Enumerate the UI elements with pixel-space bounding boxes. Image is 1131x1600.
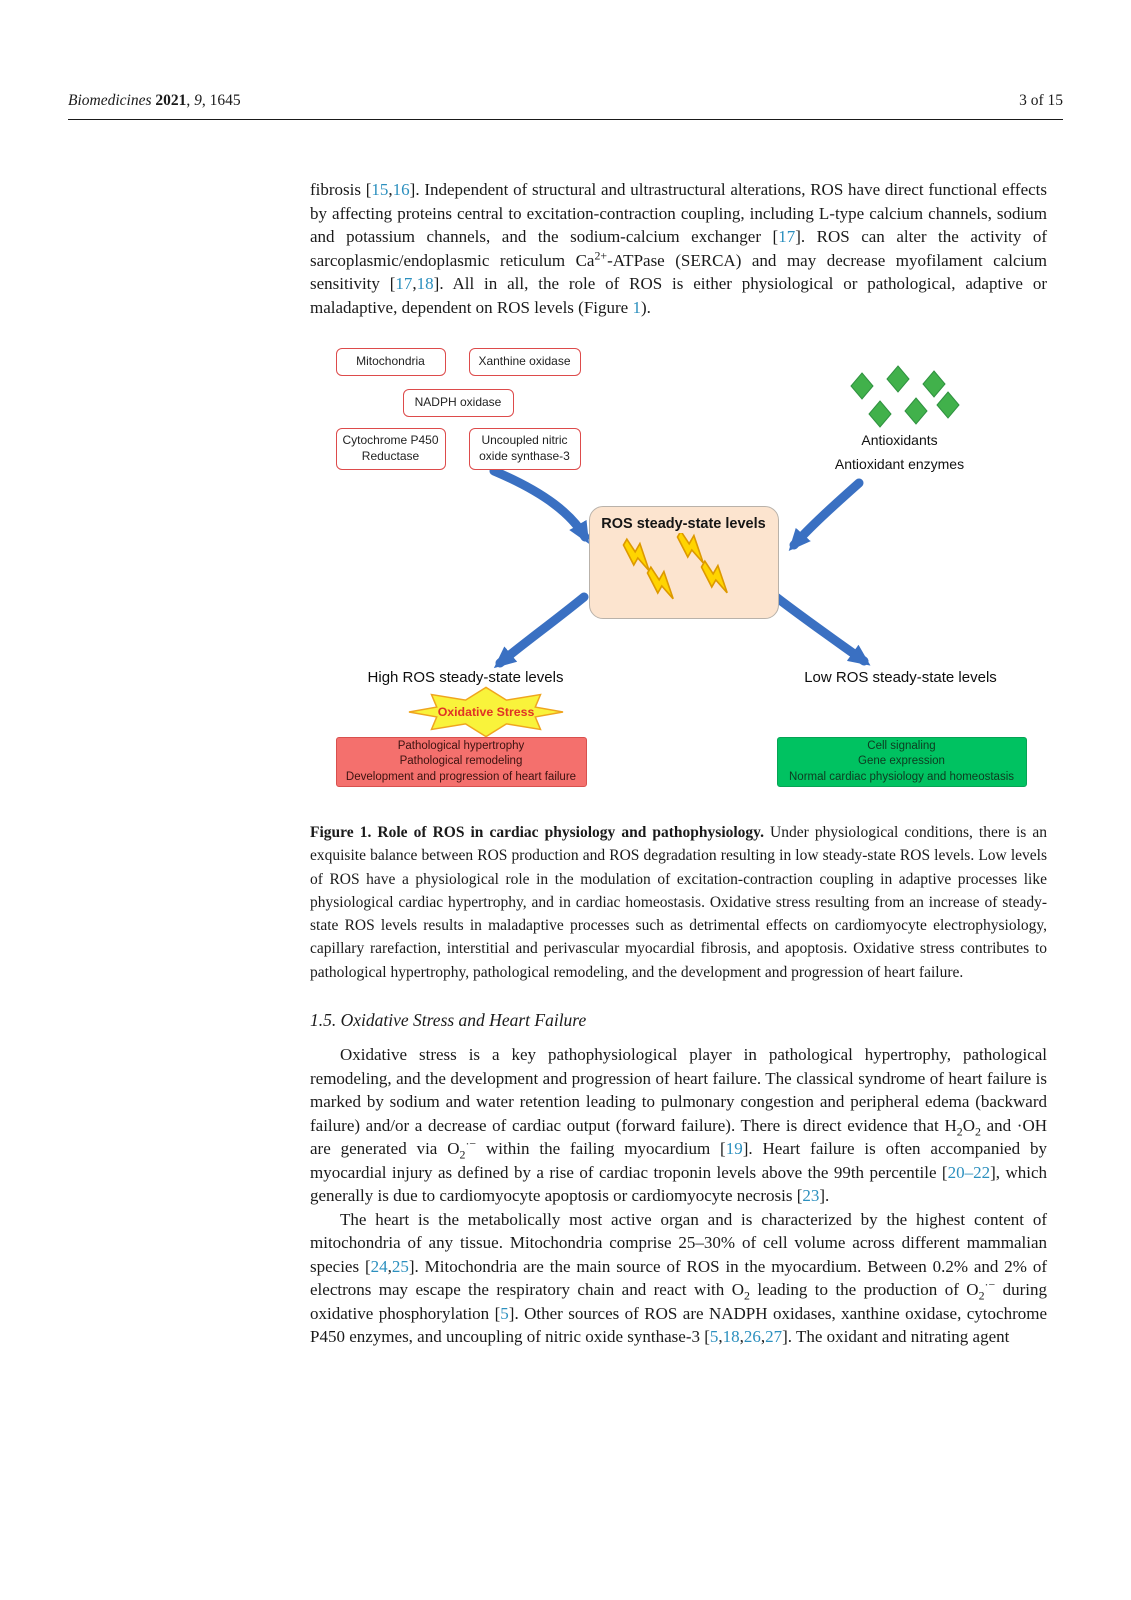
citation-link[interactable]: 17 <box>778 227 796 246</box>
oxidative-stress-label: Oxidative Stress <box>437 705 534 719</box>
section-heading-1-5: 1.5. Oxidative Stress and Heart Failure <box>310 1010 587 1031</box>
lightning-bolts-icon <box>622 533 728 600</box>
source-box-xanthine-oxidase: Xanthine oxidase <box>468 348 581 376</box>
text-segment: O <box>962 1115 975 1135</box>
text-segment: 2 <box>974 1123 981 1138</box>
low-ros-label: Low ROS steady-state levels <box>804 669 997 686</box>
body-paragraph-3: The heart is the metabolically most acti… <box>310 1208 1047 1349</box>
page-content: fibrosis [15,16]. Independent of structu… <box>310 178 1047 1349</box>
figure-1-caption: Figure 1. Role of ROS in cardiac physiol… <box>310 821 1047 984</box>
text-segment: 9 <box>194 92 202 109</box>
citation-link[interactable]: 26 <box>743 1327 761 1347</box>
page-header: Biomedicines 2021, 9, 1645 3 of 15 <box>68 92 1063 120</box>
antioxidants-label: Antioxidants <box>861 432 938 448</box>
citation-link[interactable]: 23 <box>802 1186 820 1206</box>
page-number: 3 of 15 <box>1019 92 1063 109</box>
ros-box-label: ROS steady-state levels <box>601 516 766 532</box>
text-segment: , <box>760 1327 766 1347</box>
text-segment: 2+ <box>594 247 608 262</box>
text-segment: 2021 <box>155 92 187 109</box>
text-segment: Biomedicines <box>68 92 156 109</box>
text-segment: ], which generally is due to cardiomyocy… <box>310 1162 1047 1206</box>
text-segment: ]. Other sources of ROS are NADPH oxidas… <box>310 1303 1047 1347</box>
figure-1-diagram: Mitochondria Xanthine oxidase NADPH oxid… <box>324 343 1034 803</box>
text-segment: 2 <box>956 1123 963 1138</box>
text-segment: 2 <box>459 1147 466 1162</box>
text-segment: fibrosis [ <box>310 180 372 199</box>
source-box-nadph-oxidase: NADPH oxidase <box>402 389 514 417</box>
citation-link[interactable]: 15 <box>371 180 389 199</box>
citation-link[interactable]: 5 <box>709 1327 719 1347</box>
text-segment: Under physiological conditions, there is… <box>310 824 1048 981</box>
text-segment: within the failing myocardium [ <box>476 1139 726 1159</box>
citation-link[interactable]: 18 <box>416 274 434 293</box>
text-segment: ]. <box>819 1186 830 1206</box>
text-segment: ]. The oxidant and nitrating agent <box>782 1327 1010 1347</box>
citation-link[interactable]: 16 <box>392 180 410 199</box>
citation-link[interactable]: 5 <box>500 1303 509 1323</box>
antioxidant-enzymes-label: Antioxidant enzymes <box>834 456 965 472</box>
text-segment: 2 <box>743 1288 750 1303</box>
text-segment: , <box>739 1327 744 1347</box>
journal-reference: Biomedicines 2021, 9, 1645 <box>68 92 241 110</box>
citation-link[interactable]: 20–22 <box>947 1162 991 1182</box>
source-box-mitochondria: Mitochondria <box>335 348 446 376</box>
ros-steady-state-box: ROS steady-state levels <box>588 506 779 619</box>
text-segment: The heart is the metabolically most acti… <box>310 1209 1047 1276</box>
high-ros-label: High ROS steady-state levels <box>367 669 564 686</box>
text-segment: ]. Independent of structural and ultrast… <box>310 180 1047 246</box>
text-segment: , <box>718 1327 723 1347</box>
body-paragraph-1: fibrosis [15,16]. Independent of structu… <box>310 178 1047 319</box>
pathological-outcomes-box: Pathological hypertrophy Pathological re… <box>335 737 587 787</box>
text-segment: leading to the production of O <box>749 1280 979 1300</box>
text-segment: ]. All in all, the role of ROS is either… <box>310 274 1047 317</box>
figure-1: Mitochondria Xanthine oxidase NADPH oxid… <box>310 343 1047 984</box>
text-segment: Figure 1. <box>310 824 378 841</box>
text-segment: ]. Mitochondria are the main source of R… <box>310 1256 1047 1300</box>
text-segment: ). <box>640 297 651 317</box>
citation-link[interactable]: 27 <box>765 1327 783 1347</box>
citation-link[interactable]: 18 <box>722 1327 740 1347</box>
text-segment: ·− <box>465 1136 477 1151</box>
body-paragraph-2: Oxidative stress is a key pathophysiolog… <box>310 1043 1047 1208</box>
source-box-uncoupled-nos3: Uncoupled nitric oxide synthase-3 <box>468 428 581 470</box>
text-segment: during oxidative phosphorylation [ <box>310 1280 1048 1323</box>
text-segment: ]. Heart failure is often accompanied by… <box>310 1139 1047 1182</box>
text-segment: 2 <box>978 1288 985 1303</box>
text-segment: -ATPase (SERCA) and may decrease myofila… <box>310 250 1047 294</box>
citation-link[interactable]: 25 <box>391 1256 409 1276</box>
citation-link[interactable]: 1 <box>632 297 641 317</box>
text-segment: , <box>387 1256 392 1276</box>
oxidative-stress-burst: Oxidative Stress <box>407 685 565 739</box>
text-segment: , <box>388 180 393 199</box>
physiological-outcomes-box: Cell signaling Gene expression Normal ca… <box>776 737 1027 787</box>
citation-link[interactable]: 19 <box>725 1139 743 1159</box>
citation-link[interactable]: 24 <box>370 1256 388 1276</box>
text-segment: , <box>412 274 417 293</box>
source-box-cytochrome-p450: Cytochrome P450 Reductase <box>335 428 446 470</box>
text-segment: , <box>186 92 195 109</box>
text-segment: and ·OH are generated via O <box>310 1115 1048 1159</box>
text-segment: ·− <box>984 1277 996 1292</box>
text-segment: Role of ROS in cardiac physiology and pa… <box>377 824 771 841</box>
citation-link[interactable]: 17 <box>395 274 413 293</box>
text-segment: , 1645 <box>201 92 241 109</box>
starburst-shape <box>408 686 563 738</box>
text-segment: Oxidative stress is a key pathophysiolog… <box>310 1045 1047 1135</box>
antioxidant-diamonds-icon <box>849 365 960 428</box>
text-segment: ]. ROS can alter the activity of sarcopl… <box>310 227 1047 270</box>
